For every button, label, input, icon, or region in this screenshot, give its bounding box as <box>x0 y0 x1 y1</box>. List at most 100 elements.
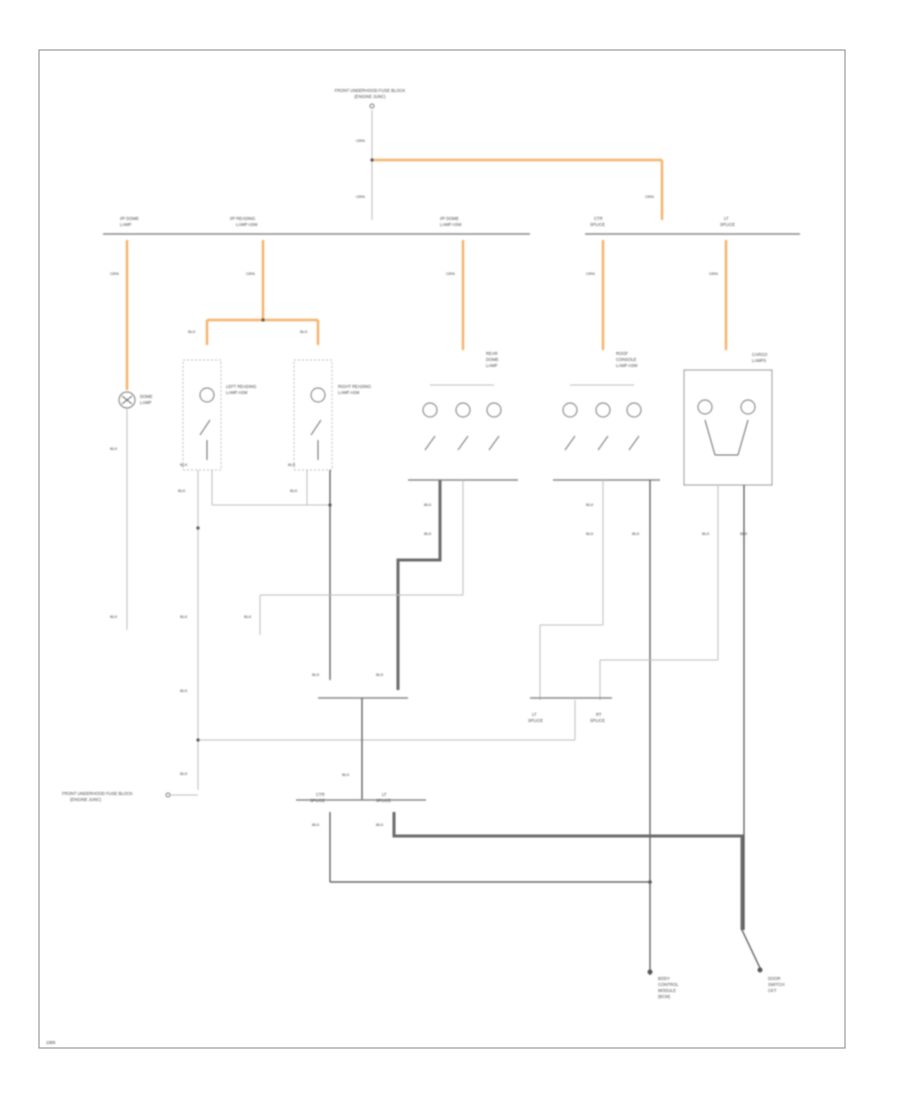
svg-text:DOME: DOME <box>140 394 153 399</box>
bus-l4-b: SPLICE <box>590 222 605 227</box>
footer-code: 1999 <box>46 1040 56 1045</box>
reading-return-junction <box>328 503 332 507</box>
tag-g3: BLK <box>188 329 196 334</box>
tag-g4: BLK <box>300 329 308 334</box>
tag-g14: BLK <box>244 614 252 619</box>
output-o2-b: SWITCH <box>768 982 785 987</box>
left-ground-junction <box>196 526 200 530</box>
svg-text:LAMP ASM: LAMP ASM <box>338 390 360 395</box>
rear-dome-bulb-3 <box>486 402 502 418</box>
tag-g13: BLK <box>424 531 432 536</box>
tag-g7: BLK <box>178 488 186 493</box>
bus-l3-a: I/P DOME <box>440 216 459 221</box>
svg-text:SPLICE: SPLICE <box>720 222 735 227</box>
svg-text:RT: RT <box>596 712 602 717</box>
svg-text:I/P DOME: I/P DOME <box>120 216 139 221</box>
roof-console-label-a: ROOF <box>616 351 629 356</box>
roof-console-switches <box>564 435 640 451</box>
reading-junction <box>261 318 265 322</box>
svg-text:LAMP: LAMP <box>120 222 132 227</box>
left-ground-label-a: FRONT UNDERHOOD FUSE BLOCK <box>62 791 133 796</box>
tag-g18: BLK <box>702 531 710 536</box>
door-switch-lead <box>741 929 761 969</box>
svg-text:LAMP: LAMP <box>486 363 498 368</box>
splice-s4-a: LT <box>382 792 387 797</box>
svg-text:SPLICE: SPLICE <box>590 222 605 227</box>
svg-text:LT: LT <box>382 792 387 797</box>
rear-dome-bulb-1 <box>422 402 438 418</box>
output-o1-c: MODULE <box>658 988 676 993</box>
cargo-lamp-box <box>683 369 773 486</box>
splice-s2-b: SPLICE <box>590 718 605 723</box>
bcm-junction <box>648 880 652 884</box>
svg-text:RIGHT READING: RIGHT READING <box>338 384 371 389</box>
cargo-label-a: CARGO <box>752 352 768 357</box>
svg-text:SPLICE: SPLICE <box>376 798 391 803</box>
cargo-switches <box>704 419 749 456</box>
right-reading-lamp-box <box>293 359 333 471</box>
tag-c3: ORN <box>446 271 455 276</box>
left-reading-switch <box>199 419 211 460</box>
svg-text:MODULE: MODULE <box>658 988 676 993</box>
splice-s1-b: SPLICE <box>528 718 543 723</box>
tag-c5: ORN <box>709 271 718 276</box>
svg-text:CARGO: CARGO <box>752 352 768 357</box>
rear-dome-label-c: LAMP <box>486 363 498 368</box>
tag-g22: BLK <box>342 772 350 777</box>
tag-g5: BLK <box>180 462 188 467</box>
rear-dome-label-b: DOME <box>486 357 499 362</box>
svg-text:FRONT UNDERHOOD FUSE BLOCK: FRONT UNDERHOOD FUSE BLOCK <box>62 791 133 796</box>
tag-g15: BLK <box>586 502 594 507</box>
tag-c1: ORN <box>110 271 119 276</box>
left-reading-bulb <box>199 387 215 403</box>
output-o1-d: (BCM) <box>658 994 671 999</box>
svg-text:SPLICE: SPLICE <box>528 718 543 723</box>
diagram-frame <box>38 49 846 1049</box>
svg-text:(BCM): (BCM) <box>658 994 671 999</box>
tag-c2: ORN <box>246 271 255 276</box>
splice-s3-b: SPLICE <box>310 798 325 803</box>
tag-g8: BLK <box>290 488 298 493</box>
tag-feed1: ORN <box>356 138 365 143</box>
roof-console-label-c: LAMP ASM <box>616 363 638 368</box>
tag-g12: BLK <box>424 502 432 507</box>
roof-console-bulb-3 <box>626 402 642 418</box>
svg-text:LAMPS: LAMPS <box>752 358 766 363</box>
svg-text:LAMP ASM: LAMP ASM <box>616 363 638 368</box>
tag-g11: BLK <box>180 771 188 776</box>
roof-console-bulb-2 <box>595 402 611 418</box>
bcm-connector <box>647 969 653 975</box>
tag-g6: BLK <box>288 462 296 467</box>
svg-text:SPLICE: SPLICE <box>310 798 325 803</box>
svg-text:LEFT READING: LEFT READING <box>226 384 256 389</box>
cargo-label-b: LAMPS <box>752 358 766 363</box>
tag-g1: BLK <box>110 446 118 451</box>
splice-s3-a: CTR <box>316 792 325 797</box>
bus-l3-b: LAMP ASM <box>440 222 462 227</box>
left-ground-label-b: (ENGINE JUNC) <box>70 797 102 802</box>
dome-lamp-filament <box>121 395 133 405</box>
tag-g17: BLK <box>632 531 640 536</box>
heavy-ground-path <box>392 812 744 930</box>
svg-text:LAMP ASM: LAMP ASM <box>440 222 462 227</box>
rear-dome-heavy-ground <box>396 480 442 690</box>
tag-g23: BLK <box>312 822 320 827</box>
right-reading-switch <box>310 419 322 460</box>
svg-text:LAMP ASM: LAMP ASM <box>236 222 258 227</box>
splice-s2-a: RT <box>596 712 602 717</box>
tag-g9: BLK <box>180 614 188 619</box>
right-reading-label-b: LAMP ASM <box>338 390 360 395</box>
svg-text:I/P DOME: I/P DOME <box>440 216 459 221</box>
bus-l2-b: LAMP ASM <box>236 222 258 227</box>
output-o1-b: CONTROL <box>658 982 679 987</box>
ground-return-junction <box>196 738 200 742</box>
svg-text:(ENGINE JUNC): (ENGINE JUNC) <box>70 797 102 802</box>
top-connector <box>369 103 375 109</box>
left-reading-label-a: LEFT READING <box>226 384 256 389</box>
tag-c4: ORN <box>586 271 595 276</box>
feed-junction <box>370 158 374 162</box>
cargo-bulb-1 <box>697 399 713 415</box>
svg-text:ROOF: ROOF <box>616 351 629 356</box>
svg-text:CKT: CKT <box>768 988 777 993</box>
roof-console-bulb-1 <box>562 402 578 418</box>
